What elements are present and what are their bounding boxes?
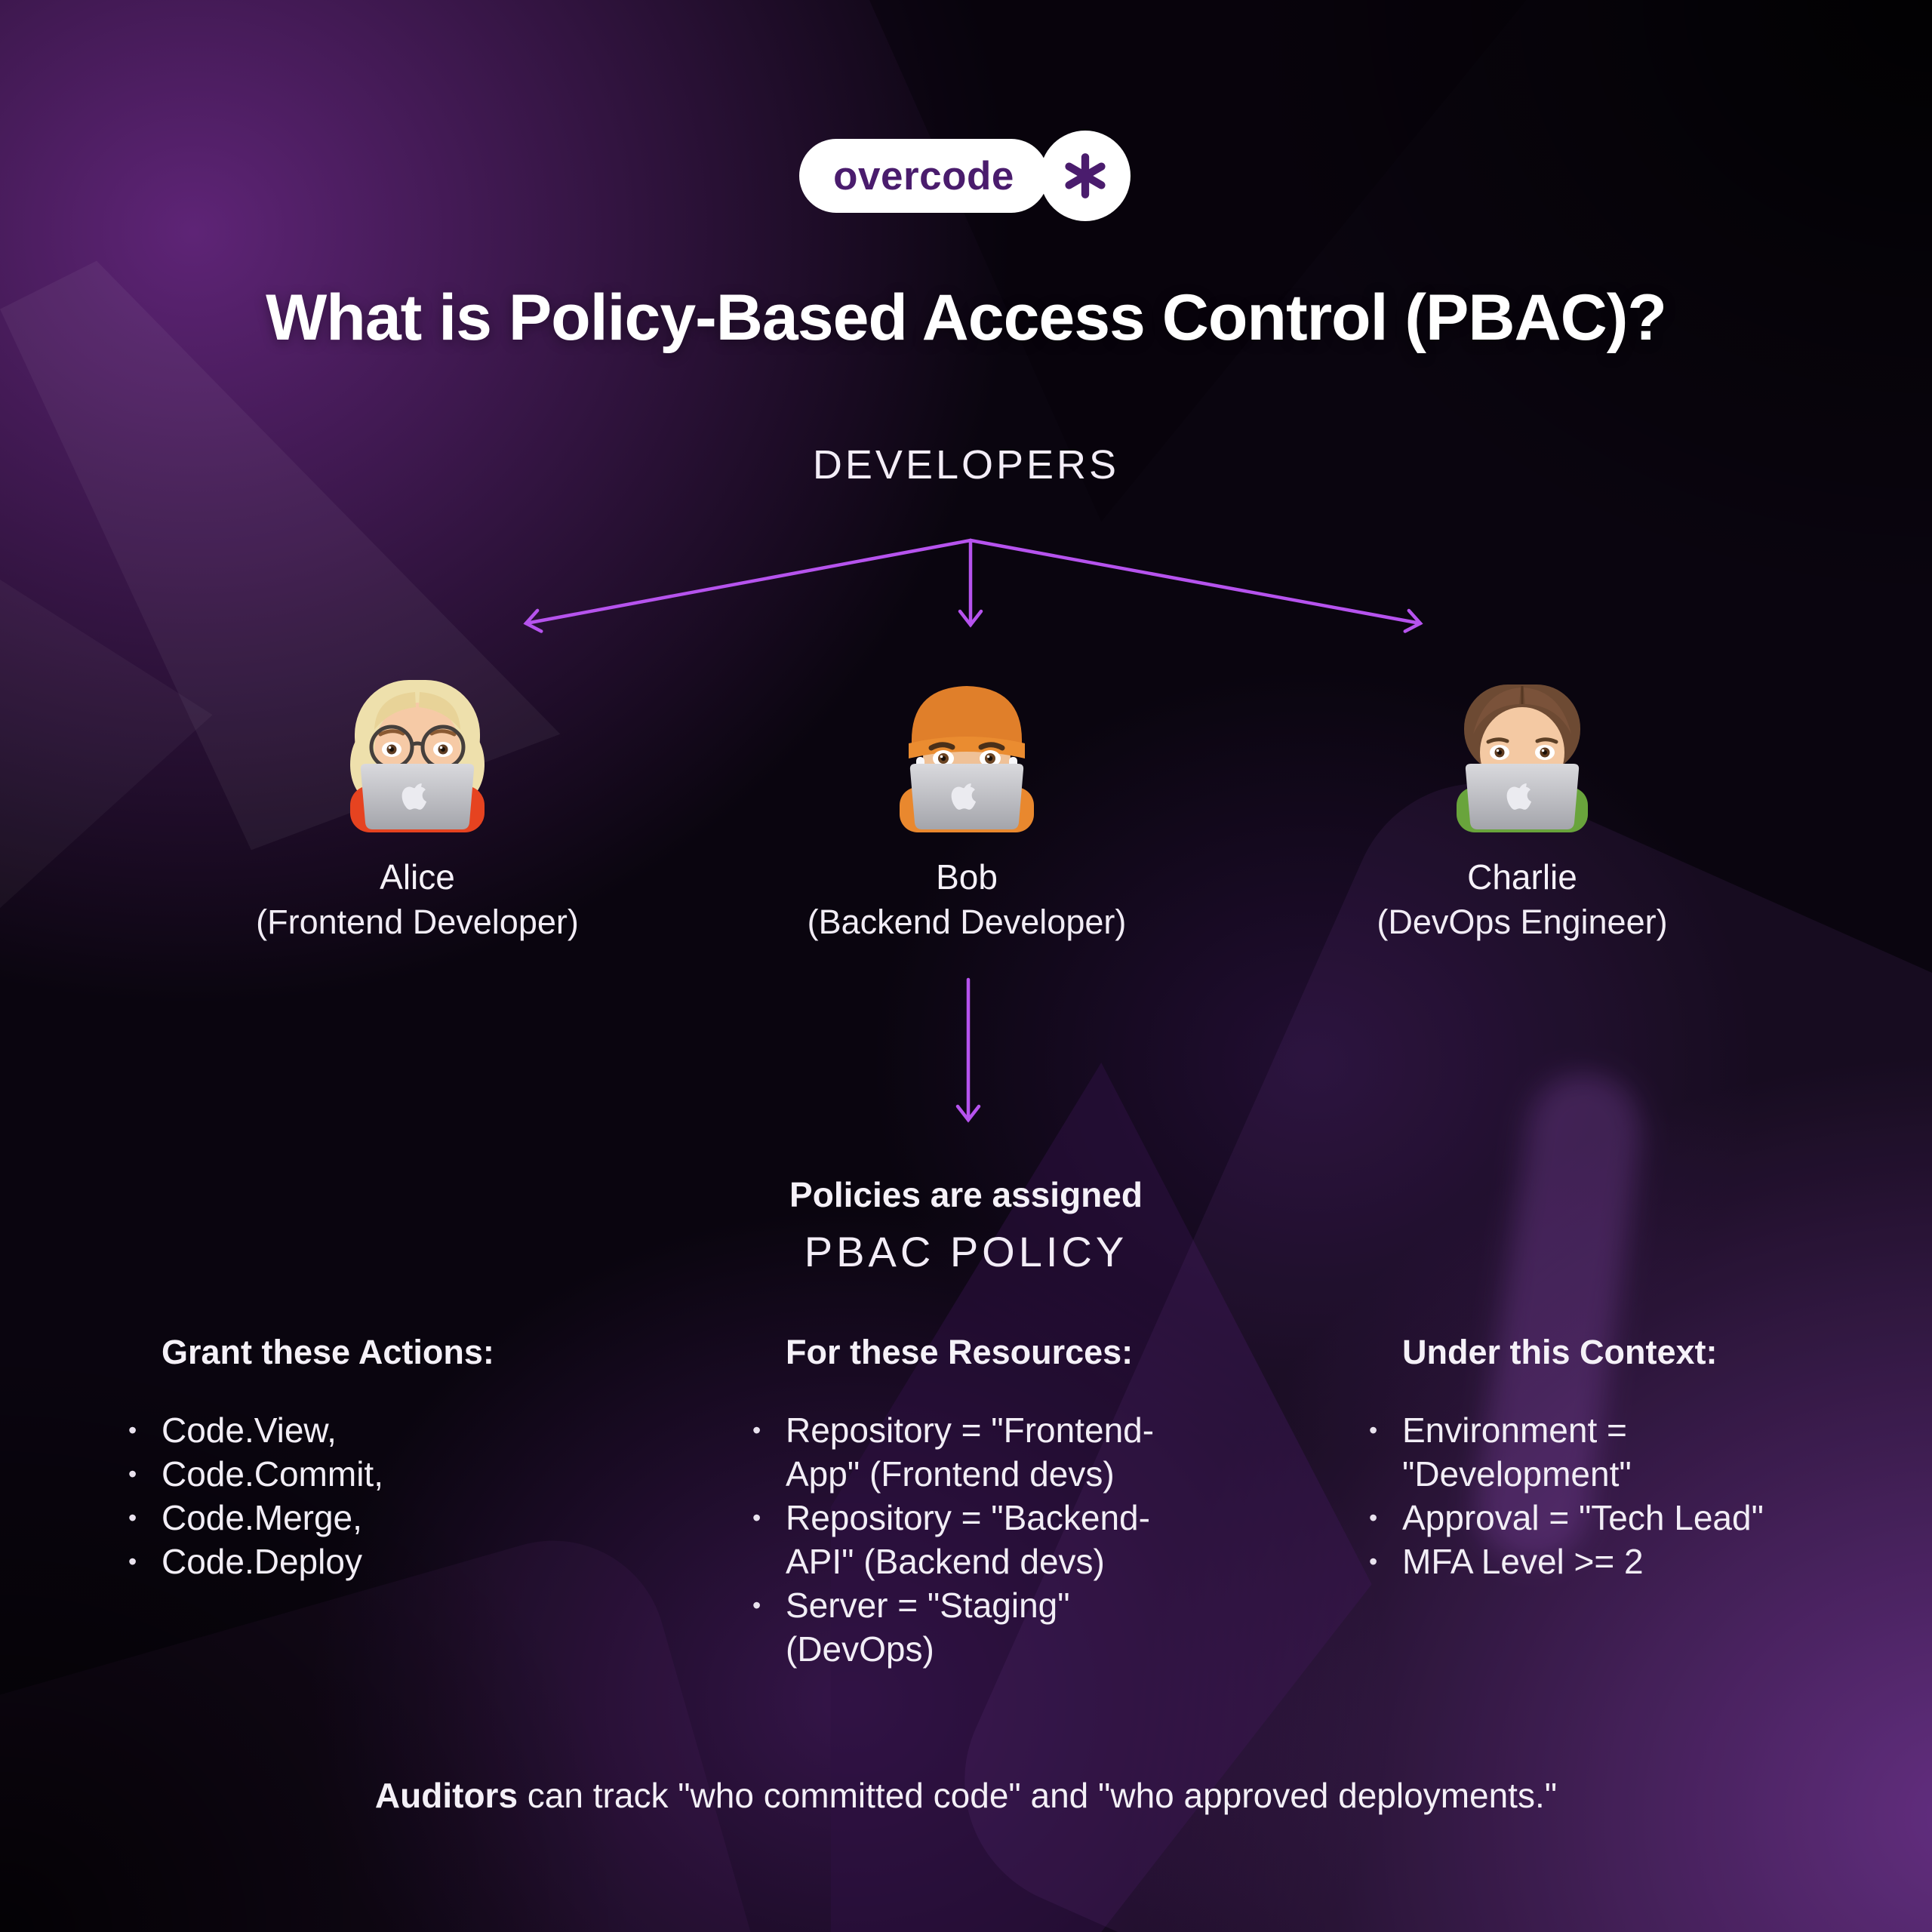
person-role: (DevOps Engineer) [1377, 903, 1668, 941]
policy-column-resources: For these Resources: •Repository = "Fron… [751, 1333, 1249, 1671]
column-heading: Grant these Actions: [162, 1333, 494, 1371]
list-item: •Server = "Staging" (DevOps) [751, 1583, 1249, 1671]
asterisk-icon [1065, 153, 1106, 198]
person-name: Charlie [1467, 857, 1577, 897]
list-item: •Repository = "Backend- API" (Backend de… [751, 1496, 1249, 1583]
list-item: •MFA Level >= 2 [1367, 1540, 1881, 1583]
apple-logo-icon [401, 783, 426, 810]
bullet-dot: • [128, 1504, 137, 1531]
policy-assignment-arrow [955, 977, 981, 1123]
arrow-to-alice [523, 538, 973, 633]
person-role: (Backend Developer) [807, 903, 1127, 941]
developers-branch-arrows [523, 538, 1423, 633]
arrow-to-charlie [968, 538, 1423, 633]
actions-list: •Code.View, •Code.Commit, •Code.Merge, •… [127, 1408, 580, 1583]
policy-column-context: Under this Context: •Environment = "Deve… [1367, 1333, 1881, 1583]
bullet-dot: • [128, 1548, 137, 1575]
apple-logo-icon [951, 783, 976, 810]
auditors-bold: Auditors [374, 1776, 518, 1815]
apple-logo-icon [1506, 783, 1531, 810]
list-item: •Repository = "Frontend- App" (Frontend … [751, 1408, 1249, 1496]
logo-mark-badge [1040, 131, 1131, 221]
list-item: •Code.Commit, [127, 1452, 580, 1496]
context-list: •Environment = "Development" •Approval =… [1367, 1408, 1881, 1583]
person-name: Alice [380, 857, 455, 897]
bullet-dot: • [128, 1460, 137, 1487]
developers-label: DEVELOPERS [812, 442, 1120, 488]
avatar-bob-memoji [900, 686, 1034, 832]
bullet-dot: • [752, 1504, 761, 1531]
person-card-charlie: Charlie (DevOps Engineer) [1311, 674, 1734, 942]
resources-list: •Repository = "Frontend- App" (Frontend … [751, 1408, 1249, 1671]
policy-column-actions: Grant these Actions: •Code.View, •Code.C… [127, 1333, 580, 1583]
auditors-rest: can track "who committed code" and "who … [518, 1776, 1558, 1815]
list-item: •Code.Merge, [127, 1496, 580, 1540]
avatar-charlie-memoji [1457, 685, 1588, 832]
column-heading: For these Resources: [786, 1333, 1134, 1371]
bullet-dot: • [752, 1592, 761, 1619]
person-card-alice: Alice (Frontend Developer) [206, 674, 629, 942]
list-item: •Code.View, [127, 1408, 580, 1452]
avatar-alice-memoji [350, 680, 485, 832]
bullet-dot: • [1369, 1548, 1378, 1575]
list-item: •Approval = "Tech Lead" [1367, 1496, 1881, 1540]
list-item: •Code.Deploy [127, 1540, 580, 1583]
bullet-dot: • [1369, 1417, 1378, 1444]
auditors-note: Auditors can track "who committed code" … [0, 1775, 1932, 1816]
person-name: Bob [936, 857, 998, 897]
overcode-logo: overcode [799, 139, 1048, 213]
policies-assigned-label: Policies are assigned [789, 1175, 1143, 1214]
person-card-bob: Bob (Backend Developer) [755, 674, 1178, 942]
bullet-dot: • [128, 1417, 137, 1444]
logo-wordmark: overcode [833, 153, 1014, 198]
column-heading: Under this Context: [1402, 1333, 1718, 1371]
pbac-policy-label: PBAC POLICY [804, 1228, 1128, 1275]
page-title: What is Policy-Based Access Control (PBA… [266, 281, 1667, 354]
bullet-dot: • [1369, 1504, 1378, 1531]
person-role: (Frontend Developer) [256, 903, 579, 941]
bullet-dot: • [752, 1417, 761, 1444]
list-item: •Environment = "Development" [1367, 1408, 1881, 1496]
